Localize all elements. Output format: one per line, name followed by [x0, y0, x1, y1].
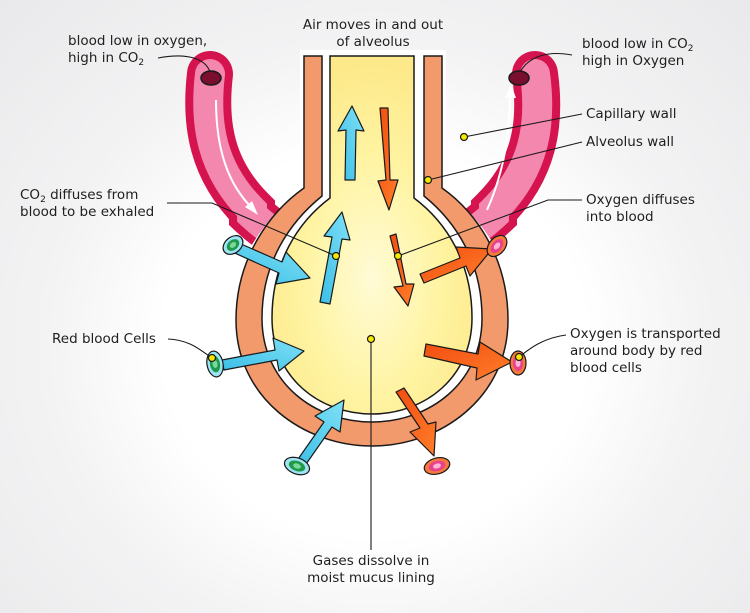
alveolus-wall: [235, 55, 509, 447]
co2-arrow-lower-left: [221, 337, 305, 372]
marker-rbc-left: [207, 353, 217, 363]
label-air-moves: Air moves in and out of alveolus: [282, 17, 464, 51]
label-co2-diffuses-line2: blood to be exhaled: [20, 204, 155, 220]
co2-arrow-top: [337, 105, 365, 181]
blood-flow-arrowhead-right: [505, 84, 516, 98]
leader-oxygen-transported: [518, 334, 567, 358]
label-co2-subscript-1: 2: [138, 58, 145, 68]
marker-alveolus-wall: [423, 175, 433, 185]
label-air-moves-line1: Air moves in and out: [302, 17, 444, 33]
oxygen-arrow-top: [377, 107, 399, 211]
label-high-in-co2-text: high in CO: [68, 50, 139, 66]
vessel-opening-right: [508, 70, 530, 86]
blood-flow-arrow-left: [215, 99, 255, 211]
marker-rbc-right: [514, 352, 524, 362]
blood-flow-arrow-right: [486, 94, 511, 211]
label-blood-low-in-co2-text: blood low in CO: [582, 36, 688, 52]
label-gases-dissolve-line2: moist mucus lining: [307, 570, 435, 586]
rbc-oxygenated-1: [486, 234, 508, 258]
label-blood-low-oxygen-line2: high in CO2: [68, 50, 207, 68]
leader-top-right: [519, 53, 573, 73]
oxygen-arrow-upper-right: [419, 246, 493, 284]
label-gases-dissolve-line1: Gases dissolve in: [312, 553, 430, 569]
oxygen-arrow-mid: [389, 233, 415, 307]
leader-co2-diffuses: [167, 202, 337, 257]
label-co2-subscript-2: 2: [687, 44, 694, 54]
label-alveolus-wall: Alveolus wall: [586, 134, 674, 150]
label-oxygen-transported-line2: around body by red: [570, 343, 703, 359]
leader-oxygen-diffuses: [397, 199, 582, 257]
label-oxygen-diffuses-line2: into blood: [586, 209, 654, 225]
label-co2-diffuses-line1: CO2 diffuses from: [20, 187, 154, 205]
label-blood-low-co2-line2: high in Oxygen: [582, 53, 685, 69]
label-oxygen-diffuses: Oxygen diffuses into blood: [586, 192, 695, 226]
leader-alveolus-wall: [427, 141, 583, 181]
leader-capillary-wall: [463, 113, 583, 138]
marker-oxygen: [393, 251, 403, 261]
marker-capillary-wall: [459, 132, 469, 142]
co2-arrow-upper-left: [227, 239, 311, 285]
rbc-deoxygenated-1: [222, 235, 244, 255]
marker-co2: [331, 251, 341, 261]
label-blood-low-oxygen: blood low in oxygen, high in CO2: [68, 33, 208, 68]
label-oxygen-diffuses-line1: Oxygen diffuses: [586, 192, 695, 208]
blood-flow-arrowhead-left: [245, 201, 258, 215]
label-co2-text: CO: [20, 187, 41, 203]
oxygen-arrow-lower-right: [423, 341, 513, 381]
label-co2-diffuses: CO2 diffuses from blood to be exhaled: [20, 187, 154, 221]
label-oxygen-transported-line1: Oxygen is transported: [570, 326, 721, 342]
label-air-moves-line2: of alveolus: [336, 34, 410, 50]
leader-red-blood-cells: [167, 338, 213, 359]
marker-dots: [207, 132, 524, 363]
label-blood-low-co2-line1: blood low in CO2: [582, 36, 694, 54]
oxygen-arrow-bottom: [395, 387, 437, 457]
rbc-oxygenated-3: [423, 456, 451, 476]
deoxygenated-cells: [206, 235, 311, 476]
rbc-deoxygenated-2: [206, 350, 224, 378]
vessel-opening-left: [200, 70, 222, 86]
label-blood-low-oxygen-line1: blood low in oxygen,: [68, 33, 208, 49]
leader-top-left: [157, 55, 211, 73]
label-diffuses-from-text: diffuses from: [45, 187, 139, 203]
label-gases-dissolve: Gases dissolve in moist mucus lining: [286, 553, 456, 587]
label-red-blood-cells: Red blood Cells: [52, 331, 156, 347]
oxygenated-cells: [423, 234, 527, 476]
rbc-deoxygenated-3: [283, 456, 311, 476]
label-oxygen-transported: Oxygen is transported around body by red…: [570, 326, 721, 377]
label-oxygen-transported-line3: blood cells: [570, 360, 642, 376]
co2-arrow-bottom: [295, 399, 345, 468]
leader-lines: [157, 53, 583, 550]
label-capillary-wall: Capillary wall: [586, 106, 677, 122]
label-co2-subscript-3: 2: [40, 195, 46, 205]
label-blood-low-co2: blood low in CO2 high in Oxygen: [582, 36, 693, 70]
marker-mucus: [366, 334, 376, 344]
oxygen-arrows: [377, 107, 513, 457]
